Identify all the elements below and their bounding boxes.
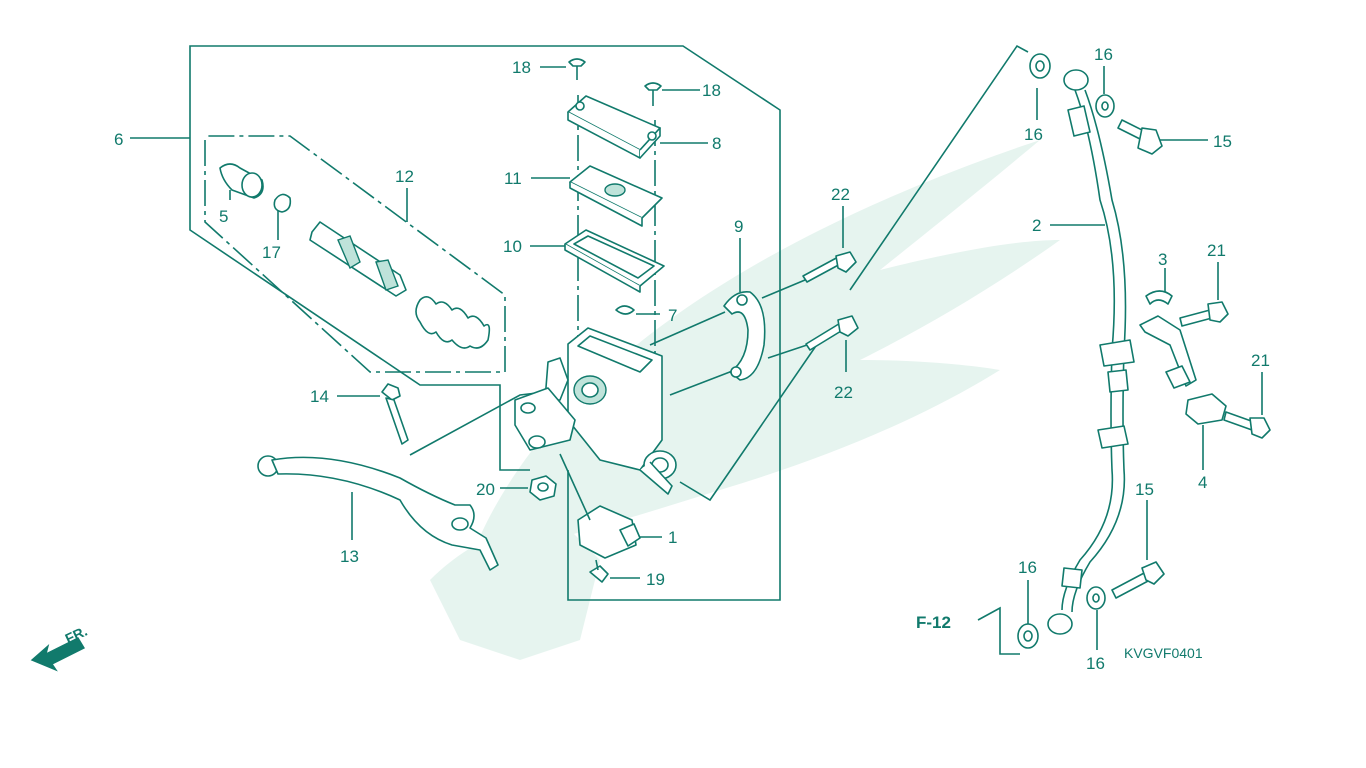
circlip-17	[273, 193, 292, 213]
hose-guide-bracket	[1139, 315, 1197, 389]
callout-5: 5	[219, 207, 228, 226]
brake-light-switch-1	[559, 453, 641, 559]
callout-13: 13	[340, 547, 359, 566]
callout-20: 20	[476, 480, 495, 499]
callout-22-lower: 22	[834, 383, 853, 402]
callout-16-bottom-left: 16	[1018, 558, 1037, 577]
callout-19: 19	[646, 570, 665, 589]
callout-6: 6	[114, 130, 123, 149]
callout-12: 12	[395, 167, 414, 186]
float-7	[615, 305, 635, 315]
callout-9: 9	[734, 217, 743, 236]
brake-hose-2	[1047, 69, 1135, 635]
callout-7: 7	[668, 306, 677, 325]
callout-16-top-right: 16	[1094, 45, 1113, 64]
callout-22-upper: 22	[831, 185, 850, 204]
callout-18-right: 18	[702, 81, 721, 100]
reservoir-cap-screw-18-right	[644, 82, 662, 106]
callout-16-bottom-right: 16	[1086, 654, 1105, 673]
drawing-code: KVGVF0401	[1124, 645, 1203, 661]
leader-lines	[229, 44, 1263, 655]
callout-21-lower: 21	[1251, 351, 1270, 370]
bolt-21-upper	[1179, 301, 1229, 327]
callout-3: 3	[1158, 250, 1167, 269]
hose-clamp-3	[1145, 290, 1173, 305]
brake-lever-13	[257, 455, 499, 571]
callout-15-upper: 15	[1213, 132, 1232, 151]
piston-set-12	[309, 221, 407, 297]
reservoir-cap-screw-18-left	[568, 58, 586, 80]
callout-17: 17	[262, 243, 281, 262]
oil-bolt-15-upper	[1117, 119, 1163, 155]
oil-bolt-15-lower	[1111, 561, 1165, 599]
front-label: FR.	[63, 623, 90, 647]
reservoir-cap-8	[567, 95, 661, 159]
callout-4: 4	[1198, 473, 1207, 492]
front-arrow-icon: FR.	[30, 623, 90, 672]
diaphragm-10	[564, 229, 665, 293]
hose-joint-4	[1185, 393, 1227, 425]
clamp-bolt-22-upper	[802, 251, 857, 283]
spring	[415, 296, 491, 349]
holder-clamp-9	[723, 290, 766, 381]
callout-8: 8	[712, 134, 721, 153]
master-cylinder-body	[514, 327, 677, 495]
diaphragm-plate-11	[569, 165, 663, 227]
callout-2: 2	[1032, 216, 1041, 235]
callout-1: 1	[668, 528, 677, 547]
boot-5	[219, 163, 264, 199]
callout-10: 10	[503, 237, 522, 256]
callout-15-lower: 15	[1135, 480, 1154, 499]
assembly-outline	[130, 45, 781, 601]
bolt-21-lower	[1223, 411, 1271, 439]
callouts: 1 2 3 4 5 6 7 8 9 10 11 12 13 14 15 15 1…	[114, 45, 1270, 673]
callout-16-top-left: 16	[1024, 125, 1043, 144]
callout-11: 11	[504, 169, 522, 188]
callout-18-left: 18	[512, 58, 531, 77]
nut-20	[529, 475, 557, 501]
sealing-washers-16	[1017, 53, 1115, 649]
clamp-bolt-22-lower	[805, 315, 859, 351]
callout-14: 14	[310, 387, 329, 406]
lever-pivot-bolt-14	[381, 383, 409, 445]
section-reference[interactable]: F-12	[916, 613, 951, 632]
switch-screw-19	[589, 559, 609, 583]
callout-21-upper: 21	[1207, 241, 1226, 260]
